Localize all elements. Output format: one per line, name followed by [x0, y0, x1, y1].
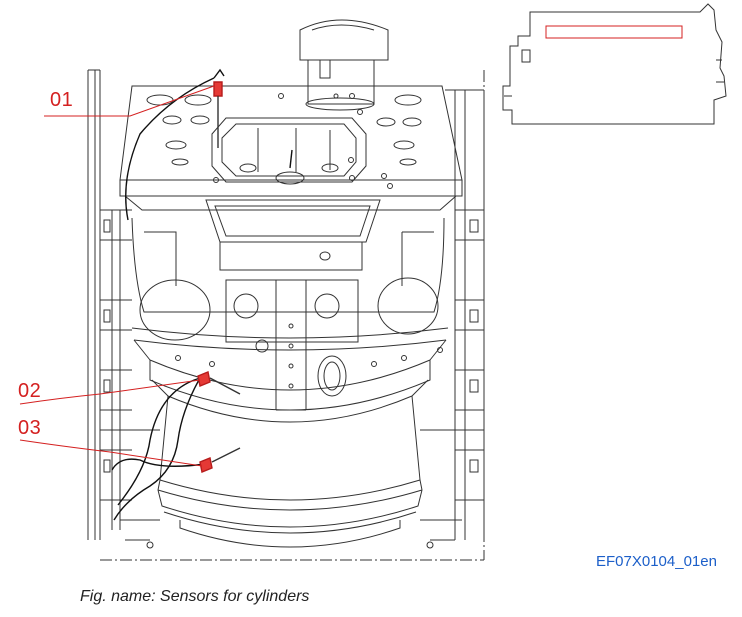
sensor-03-icon — [199, 447, 241, 473]
engine-frame — [87, 19, 485, 561]
callout-02-label: 02 — [18, 380, 42, 402]
callout-leaders — [19, 85, 215, 467]
sensor-01-icon — [213, 81, 223, 148]
locator-highlight-box — [545, 25, 683, 39]
callout-01-label: 01 — [50, 89, 74, 111]
locator-thumbnail — [502, 3, 727, 125]
figure-code: EF07X0104_01en — [596, 553, 717, 570]
sensors — [197, 81, 241, 473]
callout-03-label: 03 — [18, 417, 42, 439]
figure-caption: Fig. name: Sensors for cylinders — [80, 588, 310, 605]
sensor-02-icon — [197, 371, 241, 395]
sensor-cables — [111, 68, 293, 521]
